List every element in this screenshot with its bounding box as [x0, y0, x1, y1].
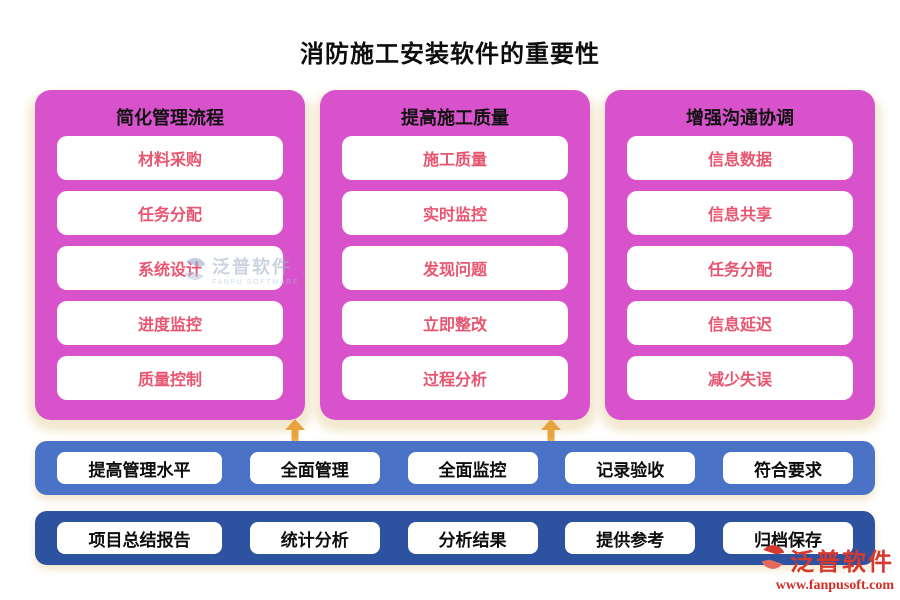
fanpu-footer-logo: 泛普软件 www.fanpusoft.com — [759, 542, 894, 594]
panel-items: 施工质量 实时监控 发现问题 立即整改 过程分析 — [342, 136, 568, 400]
panel-item: 信息延迟 — [627, 301, 853, 345]
bar-item: 统计分析 — [249, 522, 380, 554]
footer-logo-url: www.fanpusoft.com — [775, 578, 894, 593]
panel-item: 立即整改 — [342, 301, 568, 345]
panel-item: 发现问题 — [342, 246, 568, 290]
panel-item: 系统设计 — [57, 246, 283, 290]
panel-enhance-communication: 增强沟通协调 信息数据 信息共享 任务分配 信息延迟 减少失误 — [605, 90, 875, 420]
columns-row: 简化管理流程 材料采购 任务分配 系统设计 进度监控 质量控制 提高施工质量 施… — [35, 90, 875, 420]
panel-item: 减少失误 — [627, 356, 853, 400]
panel-header: 提高施工质量 — [401, 108, 509, 128]
panel-item: 进度监控 — [57, 301, 283, 345]
bar-item: 全面监控 — [407, 452, 538, 484]
bar-item: 符合要求 — [723, 452, 853, 484]
bar-item: 项目总结报告 — [57, 522, 222, 554]
page-title: 消防施工安装软件的重要性 — [300, 41, 600, 68]
panel-item: 信息共享 — [627, 191, 853, 235]
panel-items: 材料采购 任务分配 系统设计 进度监控 质量控制 — [57, 136, 283, 400]
panel-header: 简化管理流程 — [116, 108, 224, 128]
panel-item: 任务分配 — [627, 246, 853, 290]
summary-bar: 项目总结报告 统计分析 分析结果 提供参考 归档保存 — [35, 511, 875, 565]
bar-item: 提供参考 — [565, 522, 696, 554]
panel-item: 过程分析 — [342, 356, 568, 400]
panel-improve-quality: 提高施工质量 施工质量 实时监控 发现问题 立即整改 过程分析 — [320, 90, 590, 420]
panel-header: 增强沟通协调 — [686, 108, 794, 128]
panel-item: 质量控制 — [57, 356, 283, 400]
footer-logo-name: 泛普软件 — [790, 550, 894, 576]
panel-item: 信息数据 — [627, 136, 853, 180]
bar-item: 全面管理 — [249, 452, 380, 484]
fanpu-logo-icon — [759, 543, 787, 576]
bar-item: 提高管理水平 — [57, 452, 222, 484]
panel-item: 材料采购 — [57, 136, 283, 180]
bar-item: 归档保存 — [723, 522, 853, 554]
panel-item: 任务分配 — [57, 191, 283, 235]
panel-item: 施工质量 — [342, 136, 568, 180]
panel-item: 实时监控 — [342, 191, 568, 235]
panel-simplify-management: 简化管理流程 材料采购 任务分配 系统设计 进度监控 质量控制 — [35, 90, 305, 420]
panel-items: 信息数据 信息共享 任务分配 信息延迟 减少失误 — [627, 136, 853, 400]
results-bar: 提高管理水平 全面管理 全面监控 记录验收 符合要求 — [35, 441, 875, 495]
bar-item: 分析结果 — [407, 522, 538, 554]
bar-item: 记录验收 — [565, 452, 696, 484]
